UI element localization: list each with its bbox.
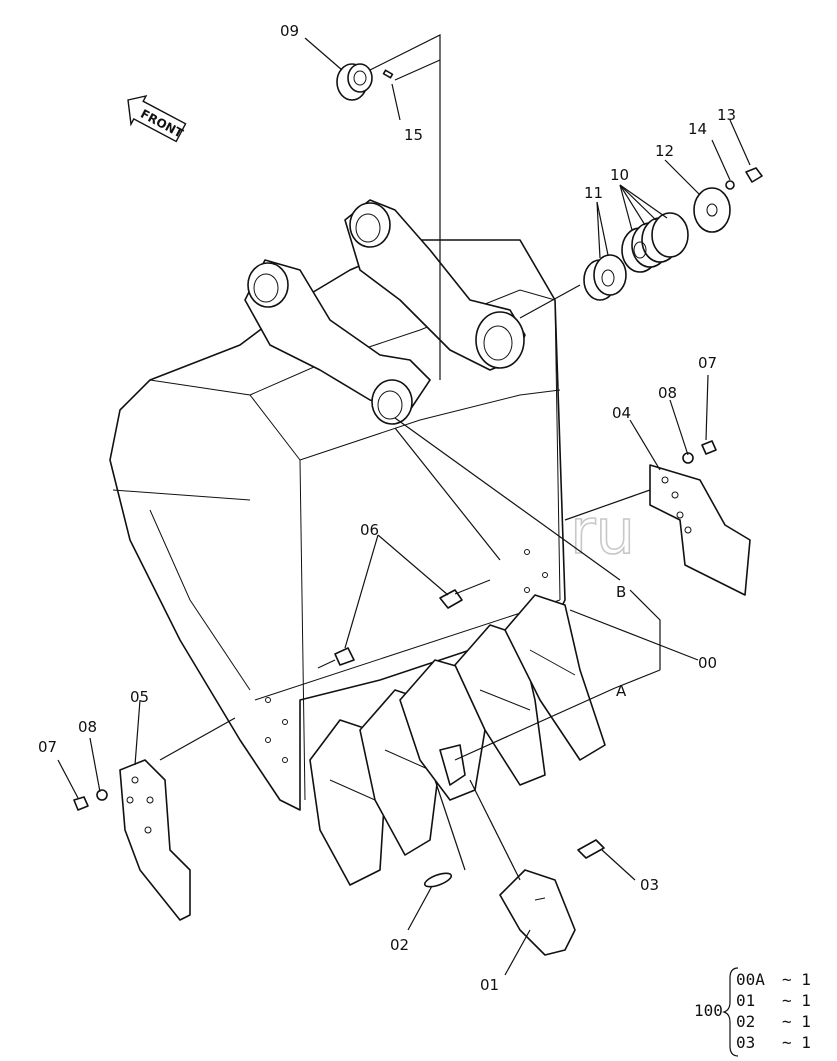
tooth-5: [504, 594, 606, 761]
label-B: B: [616, 583, 626, 601]
kit-row-2-code: 01: [736, 991, 755, 1010]
label-03: 03: [640, 876, 659, 894]
part-03-lock-pin: [577, 839, 605, 859]
label-10: 10: [610, 166, 629, 184]
label-13: 13: [717, 106, 736, 124]
part-01-tooth-point: [499, 869, 576, 956]
label-08-left: 08: [78, 718, 97, 736]
part-05-side-cutter-left: [73, 759, 191, 921]
kit-row-2-qty: ~ 1: [782, 991, 811, 1010]
label-11: 11: [584, 184, 603, 202]
part-06-bolts: [317, 579, 491, 669]
label-09: 09: [280, 22, 299, 40]
label-07-right: 07: [698, 354, 717, 372]
label-07-left: 07: [38, 738, 57, 756]
label-08-right: 08: [658, 384, 677, 402]
kit-row-1-code: 00A: [736, 970, 765, 989]
label-02: 02: [390, 936, 409, 954]
kit-group: 100: [694, 1001, 723, 1020]
tooth-3: [399, 659, 486, 801]
bucket-body: [109, 199, 566, 811]
label-15: 15: [404, 126, 423, 144]
bucket-teeth: [309, 594, 606, 886]
parts-10-14-pin-stack: [583, 167, 763, 301]
label-00: 00: [698, 654, 717, 672]
kit-table: 100 00A ~ 1 01 ~ 1 02 ~ 1 03 ~ 1: [694, 967, 811, 1057]
front-arrow: FRONT: [127, 94, 187, 143]
label-05: 05: [130, 688, 149, 706]
kit-row-4-code: 03: [736, 1033, 755, 1052]
leader-lines: [57, 34, 751, 976]
kit-row-1-qty: ~ 1: [782, 970, 811, 989]
part-labels: 09 15 14 13 12 11 10 07 08 04 06 B 00 A …: [38, 22, 736, 994]
kit-row-3-qty: ~ 1: [782, 1012, 811, 1031]
label-12: 12: [655, 142, 674, 160]
part-09-bushing: [336, 63, 394, 101]
part-02-retainer-ring: [423, 872, 453, 888]
label-01: 01: [480, 976, 499, 994]
label-14: 14: [688, 120, 707, 138]
kit-row-3-code: 02: [736, 1012, 755, 1031]
label-A: A: [616, 682, 627, 700]
label-06: 06: [360, 521, 379, 539]
label-04: 04: [612, 404, 631, 422]
kit-row-4-qty: ~ 1: [782, 1033, 811, 1052]
part-04-side-cutter-right: [649, 440, 751, 596]
